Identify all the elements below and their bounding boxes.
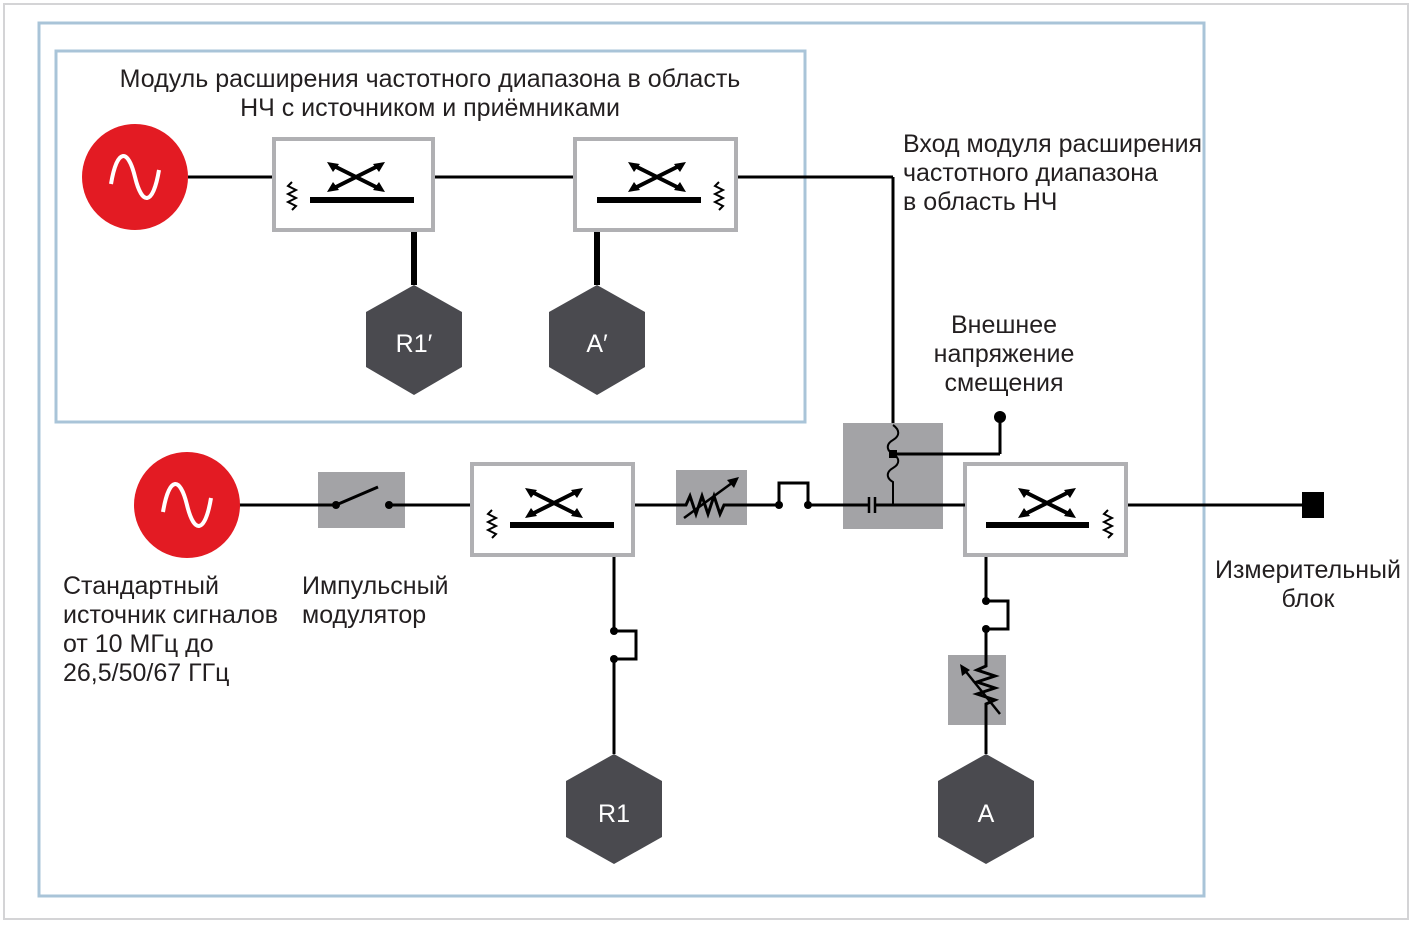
extension-module-title-line2: НЧ с источником и приёмниками: [240, 94, 620, 122]
test-port-label-line1: Измерительный: [1215, 556, 1401, 584]
step-attenuator-icon: [676, 470, 747, 525]
inner-module-wiring: [188, 175, 895, 425]
bias-label-line2: напряжение: [934, 340, 1075, 368]
bias-voltage-label: Внешнее напряжение смещения: [934, 311, 1075, 397]
outer-border: [3, 3, 1409, 920]
module-input-label: Вход модуля расширения частотного диапаз…: [903, 130, 1202, 216]
test-port-connector: [1302, 492, 1324, 518]
receiver-attenuator-icon: [948, 655, 1006, 725]
module-input-label-line1: Вход модуля расширения: [903, 130, 1202, 158]
source-label-line1: Стандартный: [63, 572, 219, 600]
source-label-line3: от 10 МГц до: [63, 630, 214, 658]
module-input-label-line2: частотного диапазона: [903, 159, 1158, 187]
receiver-a-label: A: [978, 800, 995, 828]
modulator-label-line2: модулятор: [302, 601, 426, 629]
pulse-modulator-label: Импульсный модулятор: [302, 572, 449, 629]
test-port-label: Измерительный блок: [1215, 556, 1401, 613]
bias-label-line3: смещения: [944, 369, 1063, 397]
receiver-a-prime: A′: [549, 285, 645, 395]
source-label-line2: источник сигналов: [63, 601, 278, 629]
main-wiring: [239, 481, 1304, 754]
receiver-r1-label: R1: [598, 800, 630, 828]
receiver-r1-prime-label: R1′: [396, 330, 433, 358]
lf-source-icon: [82, 124, 188, 230]
extension-module-title: Модуль расширения частотного диапазона в…: [120, 65, 741, 122]
bias-label-line1: Внешнее: [951, 311, 1057, 339]
test-port-label-line2: блок: [1282, 585, 1336, 613]
coupler-inner-2: [573, 137, 738, 232]
extension-module-title-line1: Модуль расширения частотного диапазона в…: [120, 65, 741, 93]
receiver-r1-prime: R1′: [366, 285, 462, 395]
coupler-inner-1: [272, 137, 435, 232]
source-label-line4: 26,5/50/67 ГГц: [63, 659, 230, 687]
junction-dots: [610, 501, 990, 663]
receiver-a-prime-label: A′: [586, 330, 608, 358]
modulator-label-line1: Импульсный: [302, 572, 449, 600]
bias-terminal: [943, 411, 1006, 456]
standard-source-icon: [134, 452, 240, 558]
receiver-a: A: [938, 754, 1034, 864]
coupler-main-2: [963, 462, 1128, 557]
extension-module-frame: [54, 49, 807, 424]
module-input-label-line3: в область НЧ: [903, 188, 1057, 216]
receiver-r1: R1: [566, 754, 662, 864]
standard-source-label: Стандартный источник сигналов от 10 МГц …: [63, 572, 278, 687]
pulse-modulator-icon: [318, 472, 405, 528]
analyzer-frame: [37, 21, 1206, 898]
coupler-main-1: [470, 462, 635, 557]
bias-tee-icon: [843, 423, 965, 529]
